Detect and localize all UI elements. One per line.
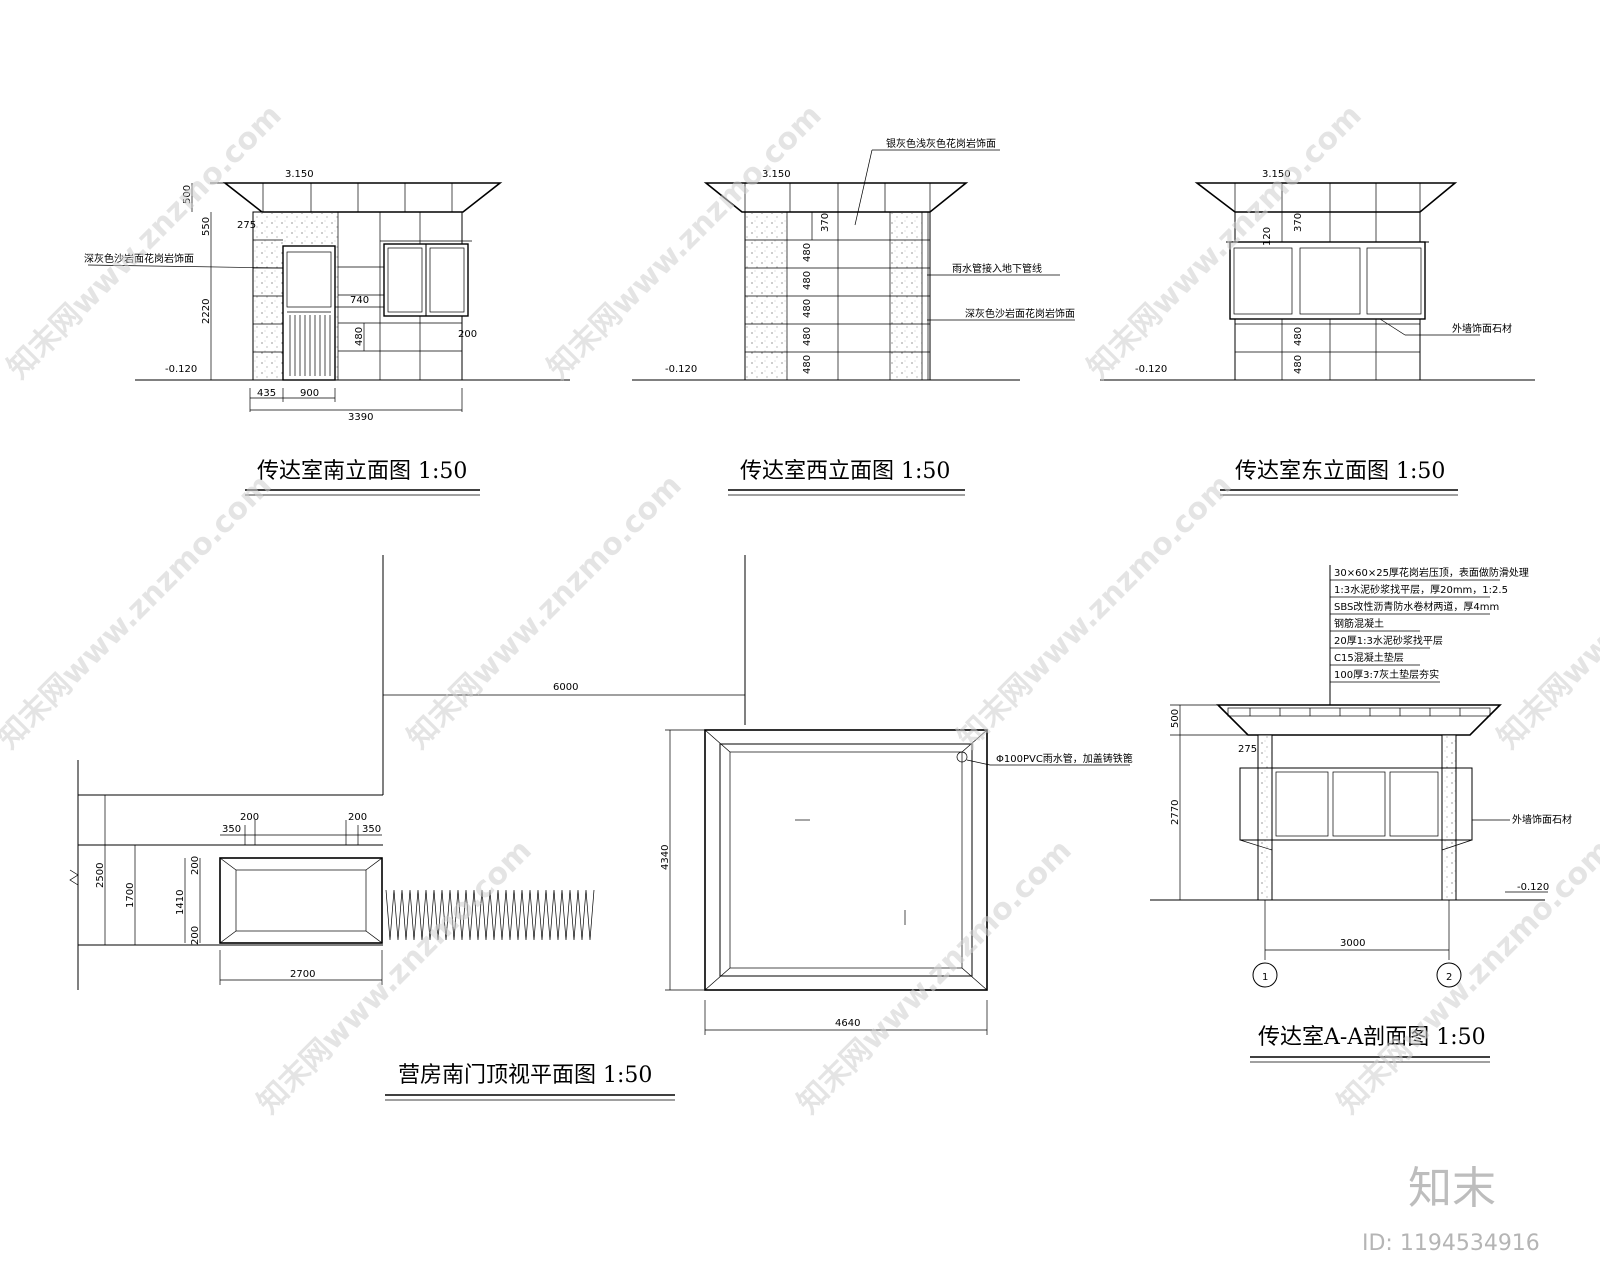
plan-dim-1410: 1410 bbox=[175, 890, 186, 915]
west-dim-480b: 480 bbox=[802, 271, 813, 290]
south-dim-3390: 3390 bbox=[348, 412, 373, 423]
east-dim-370: 370 bbox=[1293, 213, 1304, 232]
east-dim-480b: 480 bbox=[1293, 355, 1304, 374]
west-elevation: 银灰色浅灰色花岗岩饰面 雨水管接入地下管线 深灰色沙岩面花岗岩饰面 3.150 … bbox=[632, 137, 1075, 496]
watermark: 知末网www.znzmo.com bbox=[0, 468, 279, 756]
section-aa: 30×60×25厚花岗岩压顶，表面做防滑处理 1:3水泥砂浆找平层，厚20mm，… bbox=[1150, 565, 1572, 1063]
section-dim-3000: 3000 bbox=[1340, 938, 1365, 949]
plan-dim-6000: 6000 bbox=[553, 682, 578, 693]
south-dim-550: 550 bbox=[201, 217, 212, 236]
west-title: 传达室西立面图 1:50 bbox=[740, 459, 950, 484]
east-level-bottom: -0.120 bbox=[1135, 364, 1167, 375]
section-note-1: 30×60×25厚花岗岩压顶，表面做防滑处理 bbox=[1334, 566, 1529, 579]
east-dim-480a: 480 bbox=[1293, 327, 1304, 346]
south-dim-275: 275 bbox=[237, 220, 256, 231]
plan-dim-350b: 350 bbox=[362, 824, 381, 835]
section-note-2: 1:3水泥砂浆找平层，厚20mm，1:2.5 bbox=[1334, 583, 1508, 596]
west-note-wall: 深灰色沙岩面花岗岩饰面 bbox=[965, 307, 1075, 320]
axis-1: 1 bbox=[1262, 972, 1268, 983]
watermark: 知末网www.znzmo.com bbox=[1, 98, 289, 386]
section-note-3: SBS改性沥青防水卷材两道，厚4mm bbox=[1334, 600, 1499, 613]
plan-dim-4640: 4640 bbox=[835, 1018, 860, 1029]
plan-dim-2500: 2500 bbox=[95, 863, 106, 888]
east-elevation: 外墙饰面石材 3.150 -0.120 370 120 480 480 传达室东… bbox=[1100, 169, 1535, 496]
axis-2: 2 bbox=[1446, 972, 1452, 983]
gate-plan: 6000 bbox=[69, 555, 1133, 1101]
watermark: 知末网www.znzmo.com bbox=[951, 468, 1239, 756]
west-level-top: 3.150 bbox=[762, 169, 791, 180]
west-note-top: 银灰色浅灰色花岗岩饰面 bbox=[886, 137, 996, 150]
west-dim-480c: 480 bbox=[802, 299, 813, 318]
west-level-bottom: -0.120 bbox=[665, 364, 697, 375]
watermark: 知末网www.znzmo.com bbox=[1491, 468, 1600, 756]
south-level-top: 3.150 bbox=[285, 169, 314, 180]
section-dim-500: 500 bbox=[1170, 709, 1181, 728]
plan-note-drain: Φ100PVC雨水管，加盖铸铁篦 bbox=[996, 752, 1133, 765]
west-note-pipe: 雨水管接入地下管线 bbox=[952, 262, 1042, 275]
south-dim-435: 435 bbox=[257, 388, 276, 399]
west-dim-480e: 480 bbox=[802, 355, 813, 374]
south-note-wall: 深灰色沙岩面花岗岩饰面 bbox=[84, 252, 194, 265]
section-note-4: 钢筋混凝土 bbox=[1334, 617, 1384, 630]
section-level-bottom: -0.120 bbox=[1517, 882, 1549, 893]
south-dim-500: 500 bbox=[182, 185, 193, 204]
west-dim-480a: 480 bbox=[802, 243, 813, 262]
south-level-bottom: -0.120 bbox=[165, 364, 197, 375]
watermark: 知末网www.znzmo.com bbox=[791, 833, 1079, 1121]
brand-logo: 知末 bbox=[1408, 1163, 1496, 1214]
plan-dim-200a: 200 bbox=[240, 812, 259, 823]
west-dim-370: 370 bbox=[820, 213, 831, 232]
section-dim-275: 275 bbox=[1238, 744, 1257, 755]
south-dim-740: 740 bbox=[350, 295, 369, 306]
plan-dim-2700: 2700 bbox=[290, 969, 315, 980]
plan-dim-200d: 200 bbox=[190, 926, 201, 945]
east-dim-120: 120 bbox=[1262, 227, 1273, 246]
south-elevation: 3.150 500 550 275 2220 740 480 200 435 9… bbox=[84, 169, 570, 496]
south-dim-200: 200 bbox=[458, 329, 477, 340]
plan-dim-4340: 4340 bbox=[660, 845, 671, 870]
south-dim-480: 480 bbox=[354, 327, 365, 346]
watermark: 知末网www.znzmo.com bbox=[1331, 833, 1600, 1121]
watermark: 知末网www.znzmo.com bbox=[401, 468, 689, 756]
plan-dim-1700: 1700 bbox=[125, 883, 136, 908]
plan-dim-350a: 350 bbox=[222, 824, 241, 835]
section-note-6: C15混凝土垫层 bbox=[1334, 651, 1404, 664]
section-dim-2770: 2770 bbox=[1170, 800, 1181, 825]
plan-title: 营房南门顶视平面图 1:50 bbox=[398, 1063, 652, 1088]
plan-dim-200b: 200 bbox=[348, 812, 367, 823]
section-note-7: 100厚3:7灰土垫层夯实 bbox=[1334, 668, 1439, 681]
east-note-wall: 外墙饰面石材 bbox=[1452, 322, 1512, 335]
section-note-5: 20厚1:3水泥砂浆找平层 bbox=[1334, 634, 1443, 647]
east-level-top: 3.150 bbox=[1262, 169, 1291, 180]
plan-dim-200c: 200 bbox=[190, 856, 201, 875]
south-dim-900: 900 bbox=[300, 388, 319, 399]
section-title: 传达室A-A剖面图 1:50 bbox=[1258, 1025, 1486, 1050]
id-label: ID: 1194534916 bbox=[1362, 1231, 1540, 1256]
south-dim-2220: 2220 bbox=[201, 299, 212, 324]
section-note-wall: 外墙饰面石材 bbox=[1512, 813, 1572, 826]
south-title: 传达室南立面图 1:50 bbox=[257, 459, 467, 484]
west-dim-480d: 480 bbox=[802, 327, 813, 346]
east-title: 传达室东立面图 1:50 bbox=[1235, 459, 1445, 484]
